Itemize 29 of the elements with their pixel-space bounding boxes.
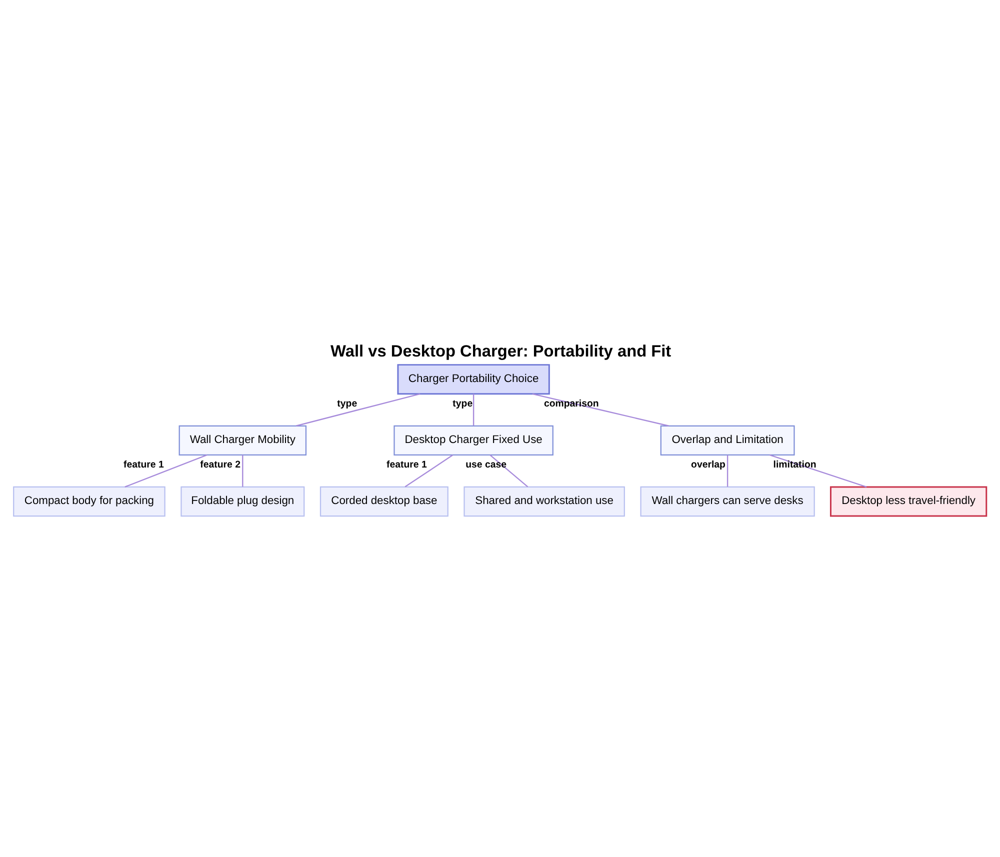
edge-label: type <box>452 398 473 410</box>
connector <box>242 454 244 487</box>
diagram-title: Wall vs Desktop Charger: Portability and Fit <box>330 342 672 360</box>
connector <box>404 454 454 488</box>
node-box: Foldable plug design <box>180 486 305 517</box>
edge-label: feature 2 <box>200 459 241 470</box>
edge-label: comparison <box>544 398 599 410</box>
node-box: Wall chargers can serve desks <box>640 486 815 517</box>
connector <box>472 394 474 426</box>
edge-label: use case <box>466 459 507 470</box>
node-box: Desktop Charger Fixed Use <box>394 425 554 456</box>
edge-label: type <box>337 398 358 410</box>
edge-label: feature 1 <box>124 460 164 471</box>
node-box: Corded desktop base <box>320 486 448 517</box>
connector <box>532 393 669 426</box>
edge-label: overlap <box>691 459 726 470</box>
connector <box>124 454 208 488</box>
connector <box>726 454 728 487</box>
node-box: Overlap and Limitation <box>660 425 795 456</box>
node-box: Compact body for packing <box>13 486 166 517</box>
node-box: Shared and workstation use <box>464 486 625 517</box>
connector <box>490 454 528 488</box>
node-box: Desktop less travel-friendly <box>830 486 988 517</box>
connector <box>769 454 867 488</box>
node-box: Wall Charger Mobility <box>178 425 307 456</box>
node-box: Charger Portability Choice <box>397 364 550 395</box>
connector <box>296 393 420 426</box>
edge-label: limitation <box>773 460 816 471</box>
edge-label: feature 1 <box>386 459 427 470</box>
